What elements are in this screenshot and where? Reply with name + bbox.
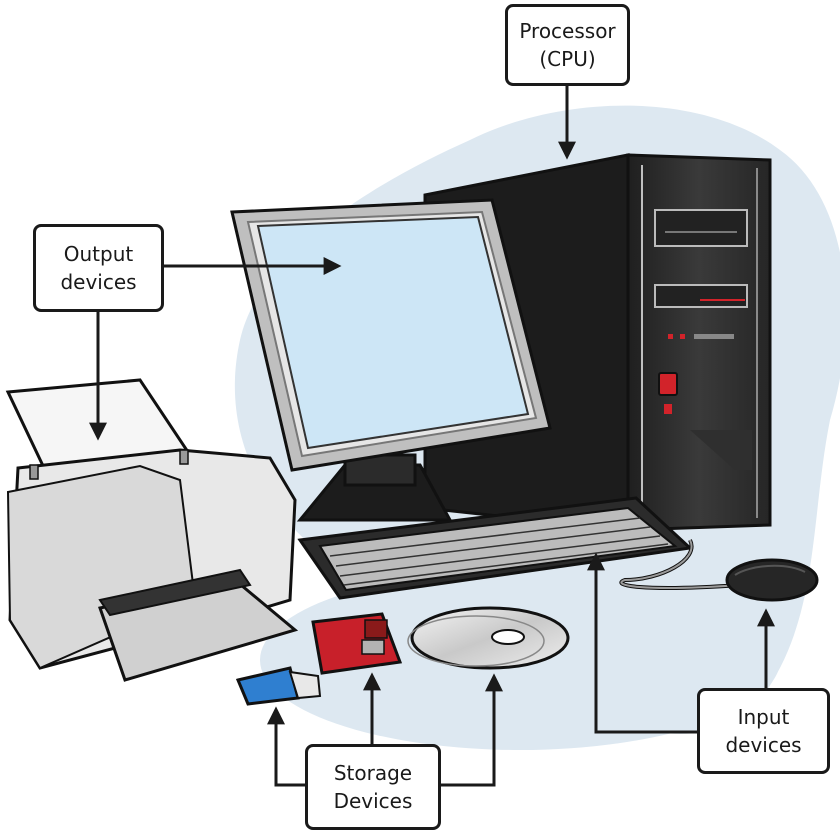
storage-devices-label-line2: Devices [333, 789, 413, 813]
output-devices-label: Output devices [33, 224, 164, 312]
usb-drive-icon [235, 666, 322, 706]
arrows [89, 84, 775, 787]
output-devices-label-line1: Output [63, 242, 134, 266]
processor-label-line2: (CPU) [539, 47, 596, 71]
optical-disc-icon [407, 606, 570, 670]
mouse-icon [619, 539, 819, 602]
input-devices-label: Input devices [697, 688, 830, 774]
processor-label-line1: Processor [519, 19, 616, 43]
input-devices-label-line1: Input [737, 705, 790, 729]
storage-usb-arrow [267, 706, 306, 787]
printer-icon [5, 378, 299, 682]
input-devices-label-line2: devices [725, 733, 802, 757]
input-keyboard-arrow [587, 552, 700, 734]
storage-devices-label: Storage Devices [305, 744, 441, 830]
storage-devices-label-line1: Storage [333, 761, 413, 785]
storage-disc-arrow [440, 673, 503, 787]
floppy-disk-icon [311, 612, 403, 675]
output-devices-label-line2: devices [60, 270, 137, 294]
processor-label: Processor (CPU) [505, 4, 630, 86]
